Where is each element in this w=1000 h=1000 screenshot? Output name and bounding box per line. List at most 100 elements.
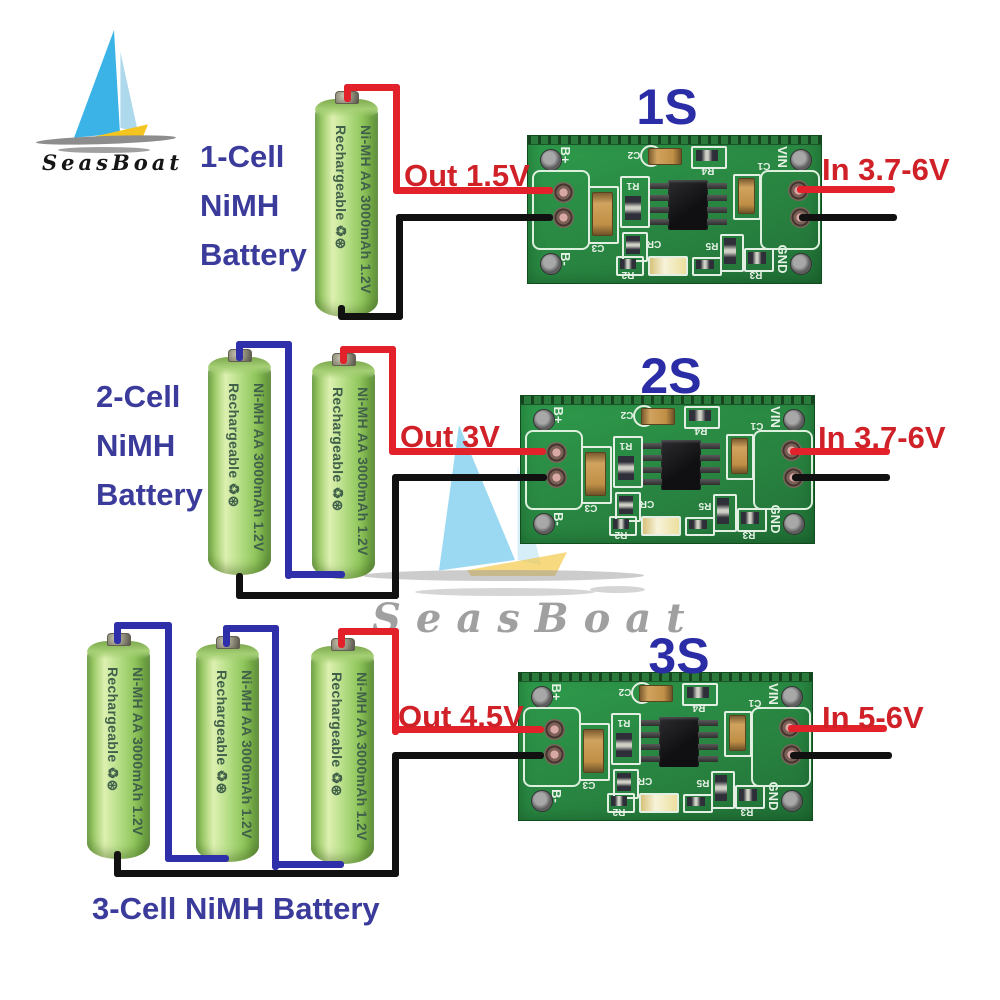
wire-black-2s (392, 475, 399, 599)
ic-pin (649, 207, 669, 213)
wire-black-2s (236, 573, 243, 599)
wire-red-1s (344, 84, 351, 102)
resistor-r1-outline (611, 713, 641, 765)
input-voltage-label-1s: In 3.7-6V (822, 152, 950, 187)
wire-black-2s (236, 592, 399, 599)
water-swoosh-icon (35, 133, 177, 147)
ic-pin (649, 183, 669, 189)
battery-cap (315, 99, 378, 117)
nimh-battery: Ni-MH AA 3000mAh 1.2V Rechargeable ♻⊛ (87, 633, 150, 859)
ic-pin (642, 455, 662, 461)
battery-print: Ni-MH AA 3000mAh 1.2V Rechargeable ♻⊛ (87, 641, 156, 879)
silkscreen-vin: VIN (768, 406, 784, 428)
silkscreen-cr: CR (646, 238, 662, 250)
wire-blue-3s-series (114, 622, 172, 629)
wire-red-1s (393, 84, 400, 194)
battery-print: Ni-MH AA 3000mAh 1.2V Rechargeable ♻⊛ (196, 644, 265, 882)
capacitor-c1 (729, 715, 746, 751)
mount-hole-icon (540, 253, 562, 275)
label-line: Battery (96, 477, 203, 512)
mount-hole-icon (783, 513, 805, 535)
ic-pin (700, 443, 720, 449)
resistor-r2 (611, 796, 627, 806)
battery-print-line2: Rechargeable ♻⊛ (105, 667, 121, 792)
ic-pin (698, 756, 718, 762)
ic-pin (649, 195, 669, 201)
charger-module-3s: B+ B- VIN GND C2 R4 C1 R1 C3 CR R2 R5 R3 (518, 672, 813, 821)
ic-pin (700, 467, 720, 473)
resistor-r3 (741, 512, 759, 524)
resistor-r5 (717, 498, 729, 524)
wire-red-1s (393, 187, 553, 194)
resistor-r1 (618, 456, 634, 480)
silkscreen-b-minus: B- (549, 789, 565, 803)
battery-cap (312, 361, 375, 379)
battery-print-line2: Rechargeable ♻⊛ (214, 670, 230, 795)
output-voltage-label-3s: Out 4.5V (398, 699, 524, 734)
resistor-r1-outline (613, 436, 643, 488)
wire-red-3s (338, 628, 399, 635)
silkscreen-r4: R4 (701, 165, 715, 177)
battery-print-line1: Ni-MH AA 3000mAh 1.2V (239, 670, 255, 839)
wire-black-3s (392, 754, 399, 877)
silkscreen-c1: C1 (748, 697, 762, 709)
battery-print-line1: Ni-MH AA 3000mAh 1.2V (355, 387, 371, 556)
resistor-r5-outline (713, 494, 737, 532)
resistor-r2-outline (609, 516, 637, 536)
wire-red-3s (392, 628, 399, 735)
wire-black-2s-in (792, 474, 890, 481)
wire-blue-2s-series (285, 571, 345, 578)
silkscreen-cr: CR (639, 498, 655, 510)
resistor-r3-outline (737, 508, 767, 532)
diode-cr (626, 236, 640, 254)
silkscreen-cr: CR (637, 775, 653, 787)
silkscreen-b-minus: B- (551, 512, 567, 526)
capacitor-c2 (648, 148, 682, 165)
ic-pin (698, 744, 718, 750)
wire-black-1s (338, 313, 403, 320)
silkscreen-r1: R1 (617, 717, 631, 729)
cell-count-label-3s: 3-Cell NiMH Battery (92, 891, 380, 926)
battery-print: Ni-MH AA 3000mAh 1.2V Rechargeable ♻⊛ (208, 357, 277, 595)
status-led (648, 256, 688, 276)
resistor-r3-outline (744, 248, 774, 272)
capacitor-c3 (585, 452, 606, 496)
status-led (641, 516, 681, 536)
wire-red-2s (389, 448, 546, 455)
resistor-r3 (739, 789, 757, 801)
pad-b-minus (544, 744, 565, 765)
battery-cap (208, 357, 271, 375)
resistor-r5 (715, 775, 727, 801)
cell-count-label-2s: 2-Cell NiMH Battery (96, 372, 203, 519)
ic-pin (642, 479, 662, 485)
resistor-r1 (625, 196, 641, 220)
silkscreen-r3: R3 (742, 529, 756, 541)
silkscreen-b-plus: B+ (558, 146, 574, 164)
brand-name: SeasBoat (372, 595, 700, 642)
label-line: Battery (200, 237, 307, 272)
wire-black-1s-in (799, 214, 897, 221)
ic-pin (698, 732, 718, 738)
silkscreen-c1: C1 (757, 160, 771, 172)
charger-ic-chip (661, 440, 701, 490)
input-terminal-bracket (753, 430, 813, 510)
silkscreen-r3: R3 (749, 269, 763, 281)
wire-red-2s (340, 346, 396, 353)
mount-hole-icon (781, 790, 803, 812)
resistor-r3 (748, 252, 766, 264)
pad-b-plus (544, 719, 565, 740)
module-title-1s: 1S (636, 79, 698, 135)
resistor (687, 797, 705, 806)
battery-print-line2: Rechargeable ♻⊛ (226, 383, 242, 508)
resistor-r4 (689, 410, 711, 421)
resistor-r4-outline (682, 683, 718, 706)
silkscreen-b-minus: B- (558, 252, 574, 266)
silkscreen-c2: C2 (618, 686, 632, 698)
wire-black-1s (338, 305, 345, 319)
ic-pin (642, 467, 662, 473)
battery-print: Ni-MH AA 3000mAh 1.2V Rechargeable ♻⊛ (311, 646, 380, 884)
capacitor-c1-outline (724, 711, 752, 757)
silkscreen-r1: R1 (619, 440, 633, 452)
pad-b-plus (553, 182, 574, 203)
pad-b-minus (553, 207, 574, 228)
